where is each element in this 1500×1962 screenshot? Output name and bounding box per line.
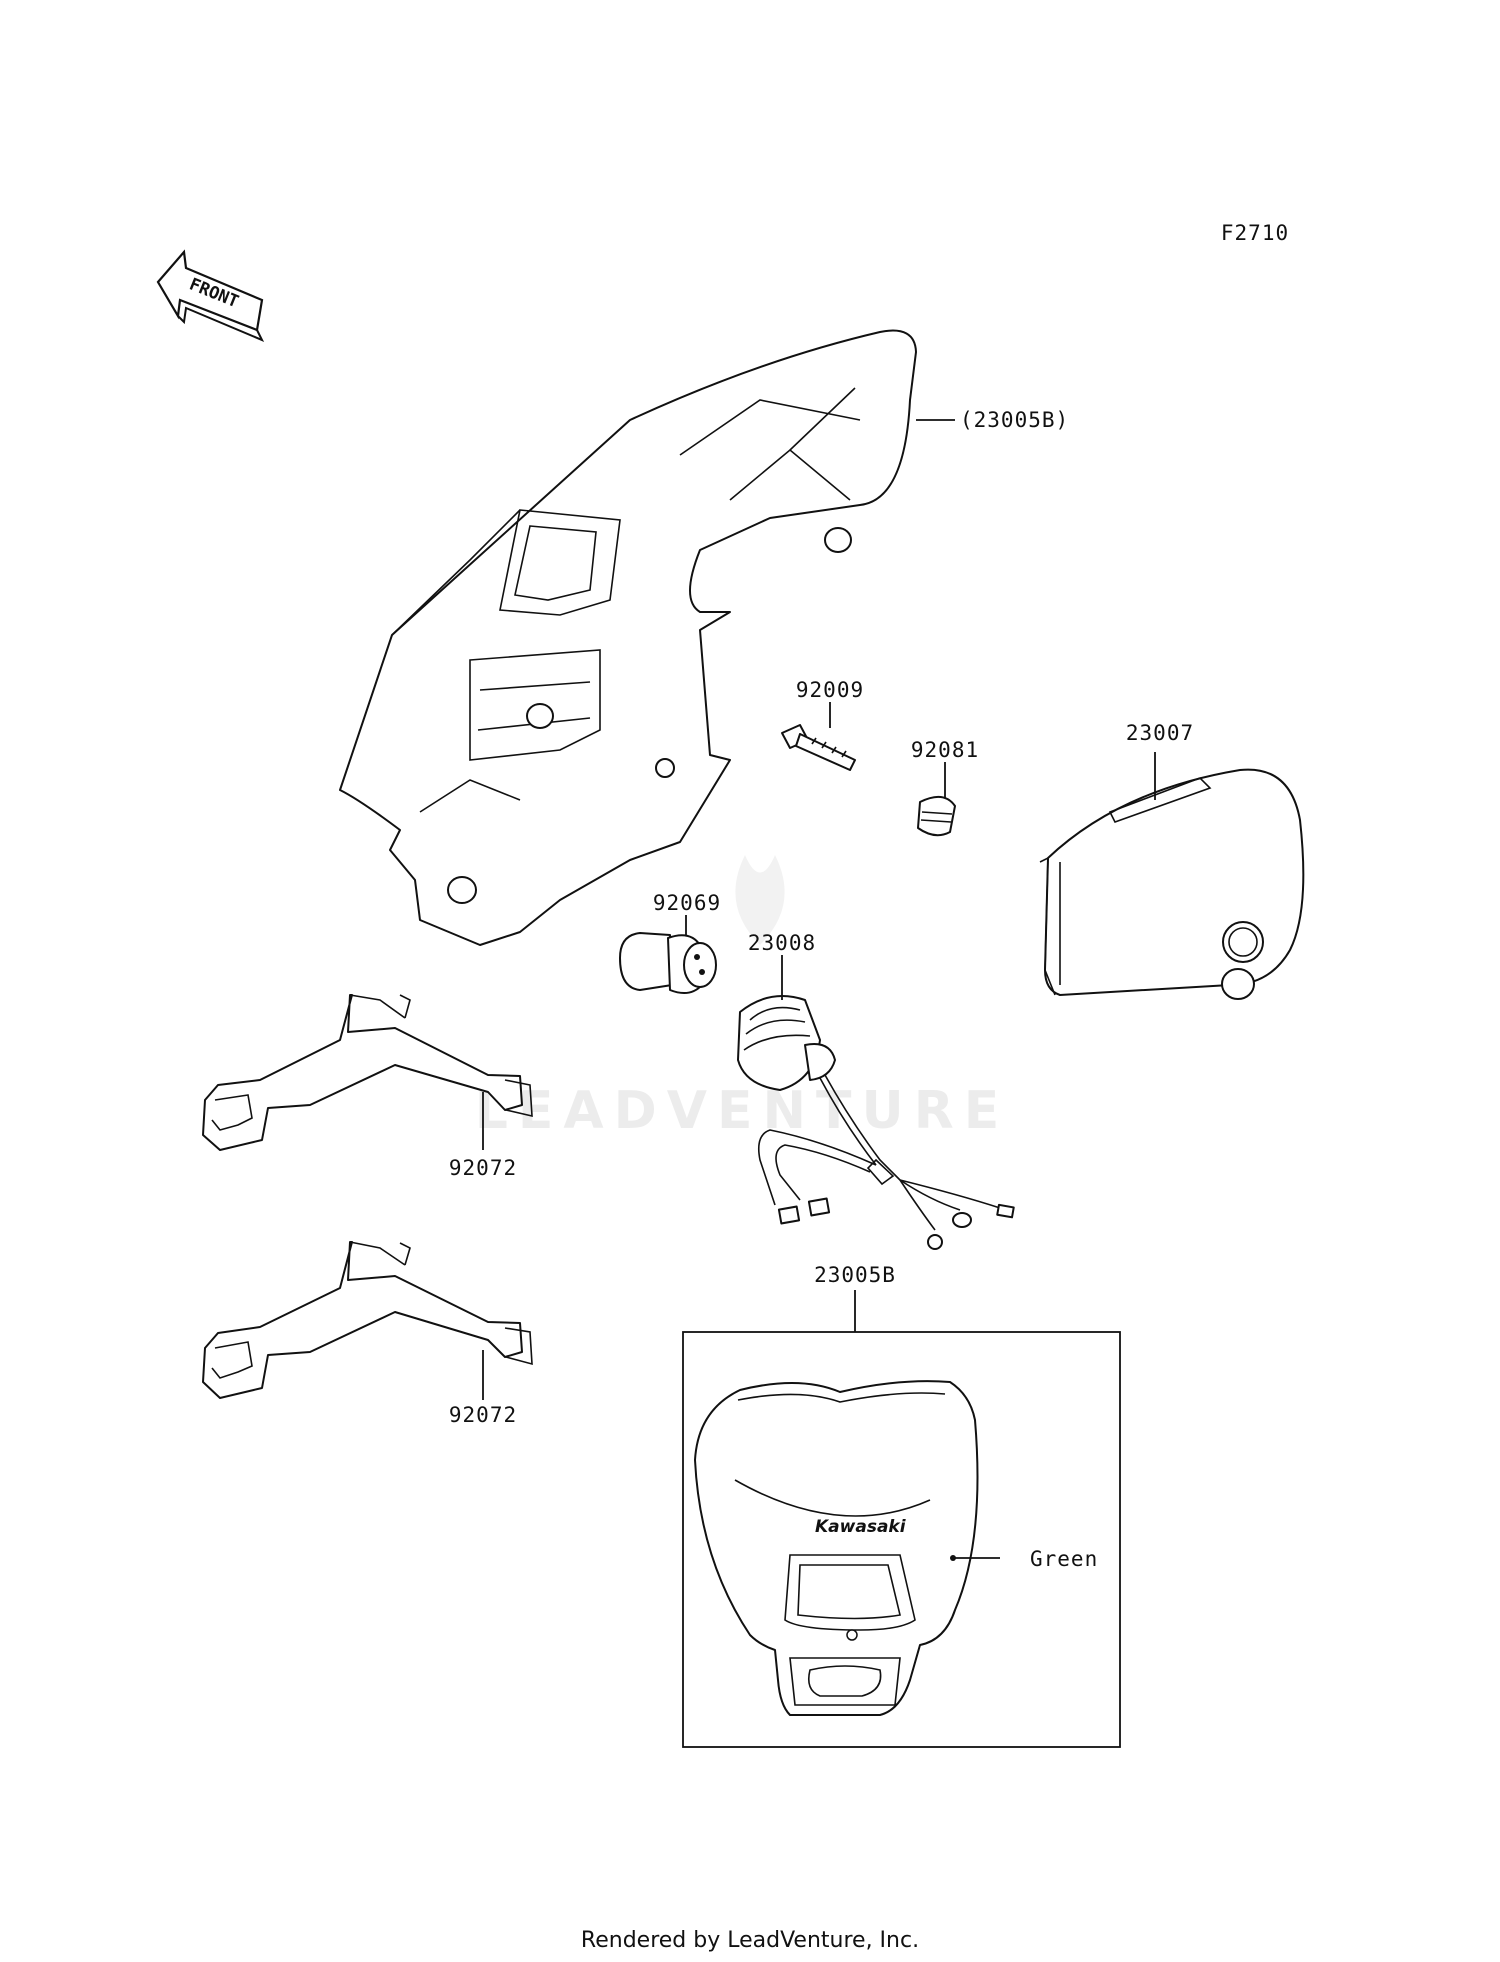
part-label-92072-upper: 92072: [449, 1156, 517, 1180]
bracket-92072-lower: [202, 1241, 533, 1399]
part-label-92069: 92069: [653, 891, 721, 915]
headlight-housing: [339, 329, 917, 946]
inset-box: [682, 1331, 1121, 1748]
bolt-92009: [781, 724, 856, 771]
part-label-92081: 92081: [911, 738, 979, 762]
part-label-23005b-housing: (23005B): [960, 408, 1069, 432]
part-label-92009: 92009: [796, 678, 864, 702]
headlight-lens-23007: [1039, 768, 1305, 1000]
watermark-text: LEADVENTURE: [475, 1081, 1010, 1141]
brand-decal: Kawasaki: [815, 1517, 907, 1537]
socket-harness-23008: [737, 995, 1015, 1250]
number-plate-23005b: Kawasaki: [694, 1380, 979, 1716]
green-marker: [950, 1555, 956, 1561]
watermark: LEADVENTURE: [475, 855, 1010, 1141]
front-arrow-icon: FRONT: [156, 249, 265, 342]
grommet-92081: [917, 795, 956, 837]
part-label-23007: 23007: [1126, 721, 1194, 745]
footer-credit: Rendered by LeadVenture, Inc.: [580, 1928, 920, 1953]
part-label-23005b-plate: 23005B: [814, 1263, 896, 1287]
diagram-code: F2710: [1221, 221, 1289, 245]
color-note: Green: [1030, 1547, 1098, 1571]
part-label-23008: 23008: [748, 931, 816, 955]
part-label-92072-lower: 92072: [449, 1403, 517, 1427]
bracket-92072-upper: [202, 994, 533, 1151]
bulb-92069: [619, 932, 717, 995]
